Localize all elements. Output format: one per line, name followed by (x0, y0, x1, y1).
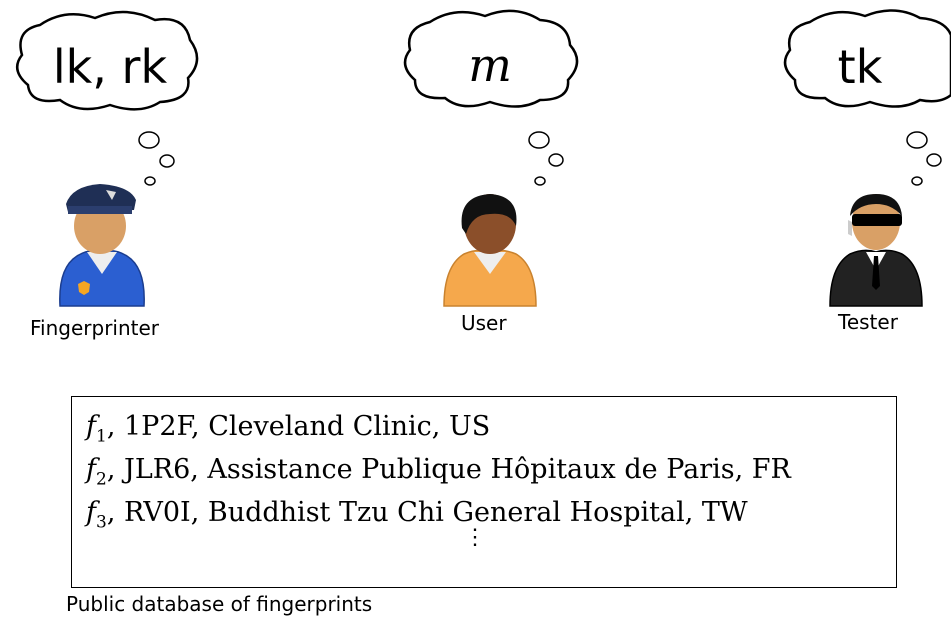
database-row-text: , RV0I, Buddhist Tzu Chi General Hospita… (106, 497, 748, 528)
fingerprint-database-box: f1, 1P2F, Cleveland Clinic, US f2, JLR6,… (71, 396, 897, 588)
police-officer-icon (59, 184, 145, 307)
tester-thought-text: tk (837, 40, 883, 94)
fingerprint-id: f (86, 411, 96, 442)
user-person-icon (443, 194, 537, 307)
secret-agent-icon (829, 194, 923, 307)
database-row-text: , JLR6, Assistance Publique Hôpitaux de … (106, 454, 791, 485)
more-rows-ellipsis: ⋮ (464, 525, 486, 550)
database-row: f3, RV0I, Buddhist Tzu Chi General Hospi… (86, 497, 748, 532)
database-row-text: , 1P2F, Cleveland Clinic, US (106, 411, 491, 442)
database-caption: Public database of fingerprints (66, 592, 373, 616)
user-thought-cloud (403, 9, 579, 186)
database-row: f1, 1P2F, Cleveland Clinic, US (86, 411, 490, 446)
tester-label: Tester (838, 310, 898, 334)
fingerprinter-thought-cloud (15, 10, 199, 186)
database-row: f2, JLR6, Assistance Publique Hôpitaux d… (86, 454, 791, 489)
fingerprint-id: f (86, 454, 96, 485)
fingerprinter-label: Fingerprinter (30, 316, 160, 340)
fingerprint-id: f (86, 497, 96, 528)
tester-thought-cloud (783, 9, 951, 186)
user-label: User (461, 311, 507, 335)
fingerprint-index: 2 (96, 469, 107, 490)
fingerprint-index: 3 (96, 512, 107, 533)
fingerprinter-thought-text: lk, rk (52, 40, 168, 94)
fingerprint-index: 1 (96, 426, 107, 447)
user-thought-text: m (468, 38, 512, 92)
